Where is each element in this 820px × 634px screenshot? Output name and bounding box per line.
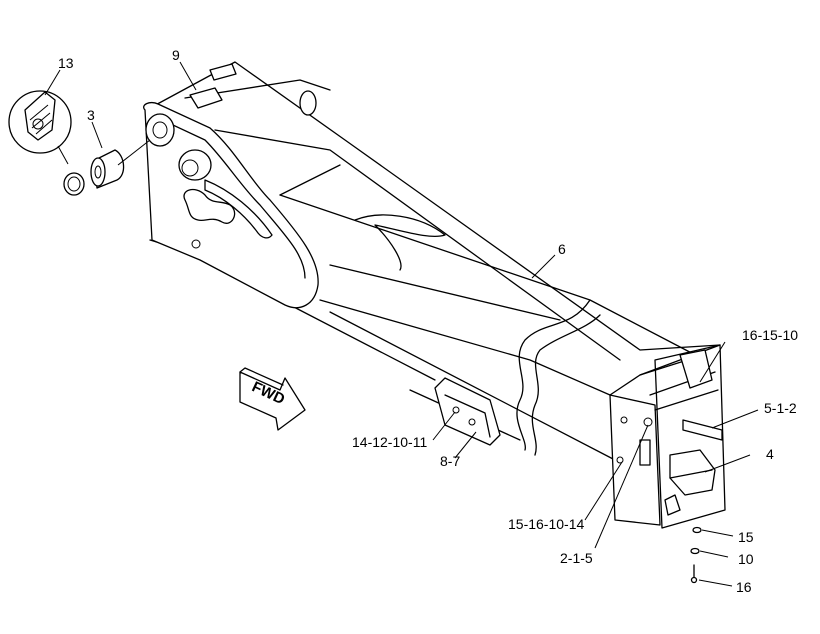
callout-5-1-2: 5-1-2 — [764, 400, 797, 416]
o-ring-part — [63, 172, 85, 196]
callout-15: 15 — [738, 529, 754, 545]
forward-direction-arrow: FWD — [239, 367, 306, 431]
boom-body — [149, 61, 721, 481]
callout-3: 3 — [87, 107, 95, 123]
wear-pad — [434, 377, 501, 446]
bushing-part — [90, 139, 151, 189]
callout-13: 13 — [58, 55, 74, 71]
callout-10: 10 — [738, 551, 754, 567]
leader-lines — [44, 61, 759, 587]
detail-callout-circle — [8, 90, 72, 165]
front-side-plate — [143, 63, 319, 309]
callout-4: 4 — [766, 446, 774, 462]
callout-14-12-10-11: 14-12-10-11 — [352, 434, 427, 450]
callout-9: 9 — [172, 47, 180, 63]
callout-6: 6 — [558, 241, 566, 257]
callout-labels: 13 9 3 6 16-15-10 5-1-2 4 14-12-10-11 8-… — [58, 47, 798, 595]
callout-15-16-10-14: 15-16-10-14 — [508, 516, 584, 532]
callout-8-7: 8-7 — [440, 453, 460, 469]
callout-16-15-10: 16-15-10 — [742, 327, 798, 343]
callout-2-1-5: 2-1-5 — [560, 550, 593, 566]
callout-16: 16 — [736, 579, 752, 595]
rear-end-assembly — [609, 344, 726, 529]
fastener-stack — [690, 526, 702, 584]
